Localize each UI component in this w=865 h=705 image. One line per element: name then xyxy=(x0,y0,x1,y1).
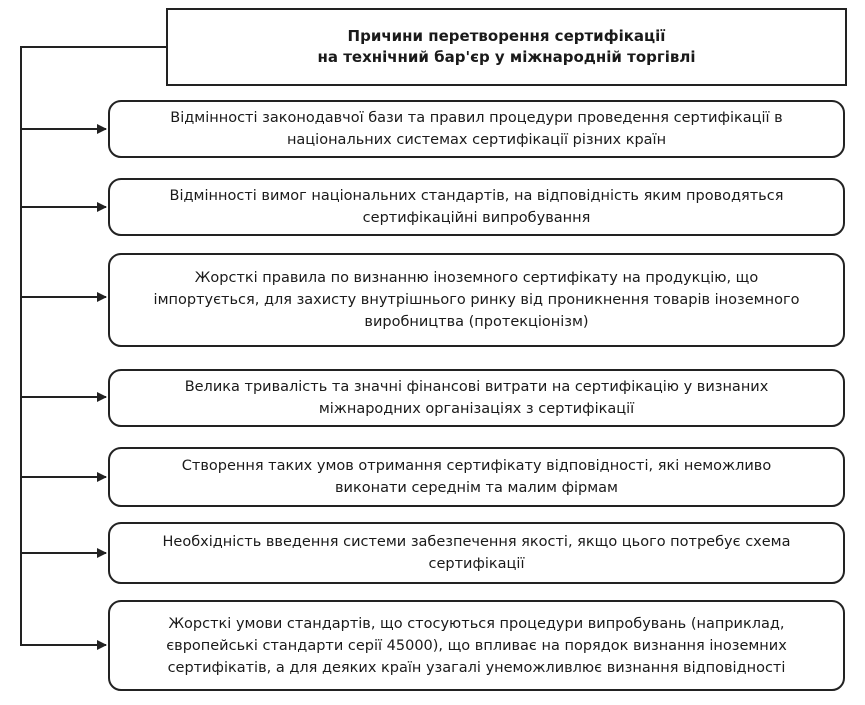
cause-box-4: Велика тривалість та значні фінансові ви… xyxy=(108,369,845,427)
cause-text-7: Жорсткі умови стандартів, що стосуються … xyxy=(166,615,787,676)
cause-box-1: Відмінності законодавчої бази та правил … xyxy=(108,100,845,158)
cause-box-2: Відмінності вимог національних стандарті… xyxy=(108,178,845,236)
cause-text-6: Необхідність введення системи забезпечен… xyxy=(162,534,791,572)
root-title: Причини перетворення сертифікації на тех… xyxy=(317,27,696,66)
cause-text-3: Жорсткі правила по визнанню іноземного с… xyxy=(153,270,800,330)
cause-text-2: Відмінності вимог національних стандарті… xyxy=(169,188,784,226)
cause-text-1: Відмінності законодавчої бази та правил … xyxy=(170,110,783,148)
cause-box-6: Необхідність введення системи забезпечен… xyxy=(108,522,845,584)
cause-box-3: Жорсткі правила по визнанню іноземного с… xyxy=(108,253,845,347)
cause-box-7: Жорсткі умови стандартів, що стосуються … xyxy=(108,600,845,691)
cause-text-5: Створення таких умов отримання сертифіка… xyxy=(181,458,772,496)
cause-box-5: Створення таких умов отримання сертифіка… xyxy=(108,447,845,507)
cause-text-4: Велика тривалість та значні фінансові ви… xyxy=(184,379,769,417)
root-box: Причини перетворення сертифікації на тех… xyxy=(166,8,847,86)
